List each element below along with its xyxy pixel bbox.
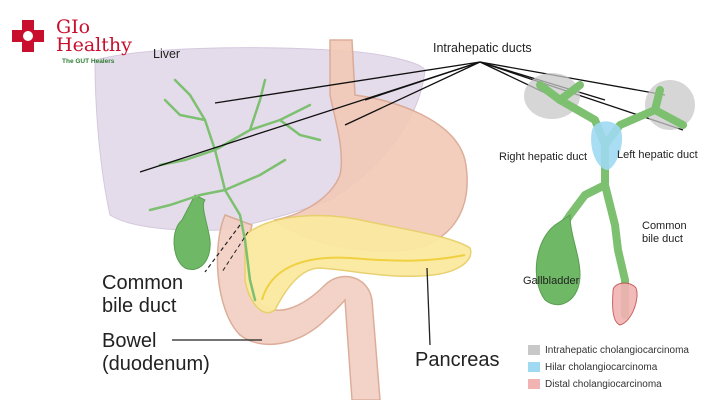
label-bowel: Bowel (duodenum)	[102, 330, 210, 375]
gallbladder-shape-right	[535, 214, 581, 306]
label-intrahepatic-ducts: Intrahepatic ducts	[433, 41, 532, 55]
label-right-hepatic-duct: Right hepatic duct	[499, 151, 588, 163]
legend-item-hilar: Hilar cholangiocarcinoma	[528, 360, 689, 374]
logo-line-1: GIo	[56, 16, 91, 38]
label-liver: Liver	[153, 47, 181, 61]
legend-swatch	[528, 379, 540, 389]
distal-highlight	[612, 282, 638, 326]
label-common-bile-duct-small: Common bile duct	[642, 220, 687, 246]
pancreas-shape	[244, 214, 472, 314]
logo-cross-icon	[12, 20, 44, 52]
legend-swatch	[528, 362, 540, 372]
label-pancreas: Pancreas	[415, 349, 500, 371]
legend-item-distal: Distal cholangiocarcinoma	[528, 377, 689, 391]
legend: Intrahepatic cholangiocarcinoma Hilar ch…	[528, 343, 689, 394]
label-gallbladder: Gallbladder	[523, 275, 580, 287]
logo-tagline: The GUT Healers	[62, 58, 115, 65]
legend-item-intrahepatic: Intrahepatic cholangiocarcinoma	[528, 343, 689, 357]
logo-line-2: Healthy	[56, 34, 132, 57]
label-common-bile-duct-large: Common bile duct	[102, 272, 184, 317]
label-left-hepatic-duct: Left hepatic duct	[617, 149, 698, 161]
hilar-highlight	[591, 121, 623, 170]
gallbladder-shape-left	[173, 194, 211, 270]
biliary-tree-left	[148, 78, 322, 302]
legend-swatch	[528, 345, 540, 355]
